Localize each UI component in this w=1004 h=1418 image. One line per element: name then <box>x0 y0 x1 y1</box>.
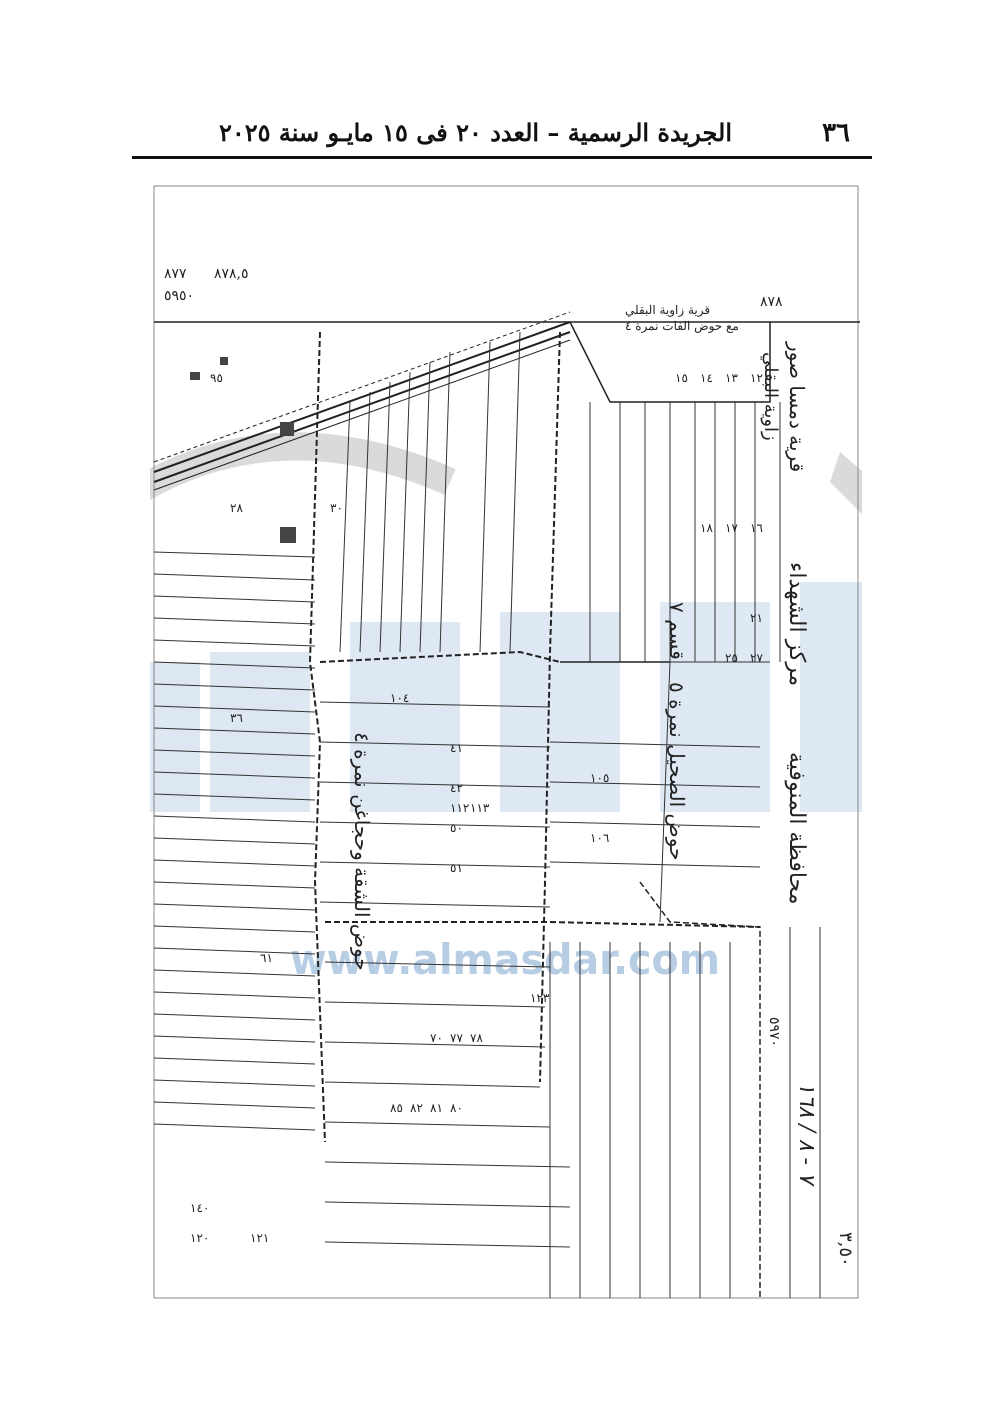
parcel-number: ١٨ <box>700 521 713 535</box>
parcel-number: ٥١ <box>450 861 463 875</box>
parcel-number: ١٤ <box>700 371 713 385</box>
parcel-number: ١٠٦ <box>590 831 609 845</box>
watermark-mark <box>830 452 862 514</box>
parcel-number: ٣٠ <box>330 501 343 515</box>
parcel-stripes-left <box>153 551 316 1131</box>
village-note-2: مع حوض الفات نمرة ٤ <box>625 319 739 333</box>
parcel-number: ١٤٠ <box>190 1201 209 1215</box>
watermark-letter <box>800 582 862 812</box>
page-number: ٣٦ <box>822 118 850 148</box>
gazette-header-title: الجريدة الرسمية – العدد ٢٠ فى ١٥ مايـو س… <box>218 118 732 147</box>
parcel-stripes-bottom <box>324 927 821 1298</box>
watermark-swoosh <box>150 432 456 501</box>
village-top-right: قرية دمسا صور <box>785 341 809 472</box>
parcel-number: ١٥ <box>675 371 688 385</box>
parcel-number: ٧٨ <box>470 1031 483 1045</box>
parcel-number: ٨١ <box>430 1101 443 1115</box>
parcel-stripes-middle <box>319 661 770 1088</box>
hod-1-label: حوض الصحيل نمرة ٥ <box>665 682 689 860</box>
parcel-number: ١٢٠ <box>190 1231 209 1245</box>
map-border <box>153 185 859 1299</box>
page-header: ٣٦ الجريدة الرسمية – العدد ٢٠ فى ١٥ مايـ… <box>132 112 872 156</box>
hod-2-label: حوض الشقة وحجاغن نمرة ٤ <box>350 732 374 971</box>
parcel-number: ١٦ <box>750 521 763 535</box>
parcel-number: ١١٣ <box>470 801 490 815</box>
watermark-letter <box>500 612 620 812</box>
parcel-number: ٢٧ <box>750 651 763 665</box>
parcel-number: ١٧ <box>725 521 738 535</box>
markaz-label: مركز الشهداء <box>784 562 809 686</box>
top-coord-4: ٨٧٨ <box>760 294 783 310</box>
parcel-numbers: ١٢ ١٣ ١٤ ١٥ ١٦ ١٧ ١٨ ٢١ ٢٥ ٢٧ ٢٨ ٣٠ ٣٦ ٤… <box>190 371 763 1245</box>
parcel-number: ٣٦ <box>230 711 243 725</box>
top-coord-2: ٥٩٥٠ <box>164 288 194 304</box>
parcel-number: ٨٢ <box>410 1101 423 1115</box>
parcel-number: ٩٥ <box>210 371 223 385</box>
parcel-number: ١٢٣ <box>530 991 550 1005</box>
parcel-number: ٢٨ <box>230 501 243 515</box>
parcel-number: ١٣ <box>725 371 738 385</box>
parcel-number: ٨٠ <box>450 1101 463 1115</box>
hod-boundary-top <box>569 321 771 403</box>
watermark-letter <box>150 662 200 812</box>
village-note-1: قرية زاوية البقلي <box>625 303 710 317</box>
watermark-letter <box>350 622 460 812</box>
header-rule <box>132 156 872 159</box>
map-svg: www.almasdar.com <box>150 185 862 1299</box>
parcel-number: ٨٥ <box>390 1101 403 1115</box>
buildings <box>190 357 296 543</box>
right-coord: ٥٩٧٠ <box>766 1017 782 1047</box>
parcel-number: ٧٧ <box>450 1031 463 1045</box>
top-coord-3: ٨٧٨,٥ <box>214 266 249 282</box>
parcel-number: ٢١ <box>750 611 763 625</box>
bottom-right-coord: ٣,٥٠ <box>835 1232 856 1267</box>
parcel-number: ٢٥ <box>725 651 738 665</box>
parcel-number: ٤٢ <box>450 781 463 795</box>
parcel-lines <box>339 331 781 662</box>
parcel-number: ١٠٤ <box>390 691 409 705</box>
handwritten-note: ٧ - ٨ / ١٦٨ <box>794 1082 819 1187</box>
parcel-number: ٦١ <box>260 951 273 965</box>
parcel-number: ١٠٥ <box>590 771 609 785</box>
top-coord-1: ٨٧٧ <box>164 266 187 282</box>
qism-label: قسم ٧ <box>665 602 689 660</box>
parcel-number: ١٢ <box>750 371 763 385</box>
parcel-number: ٧٠ <box>430 1031 443 1045</box>
parcel-number: ٥٠ <box>450 821 463 835</box>
village-2: زاوية البقلي <box>760 352 781 441</box>
railway <box>153 311 571 491</box>
parcel-number: ٤١ <box>450 741 463 755</box>
parcel-number: ١١٢ <box>450 801 469 815</box>
cadastral-map: www.almasdar.com <box>150 182 862 1302</box>
watermark-site-text: www.almasdar.com <box>290 935 720 984</box>
parcel-number: ١٢١ <box>250 1231 269 1245</box>
governorate-label: محافظة المنوفية <box>784 752 809 905</box>
hod-boundaries <box>308 331 761 1298</box>
